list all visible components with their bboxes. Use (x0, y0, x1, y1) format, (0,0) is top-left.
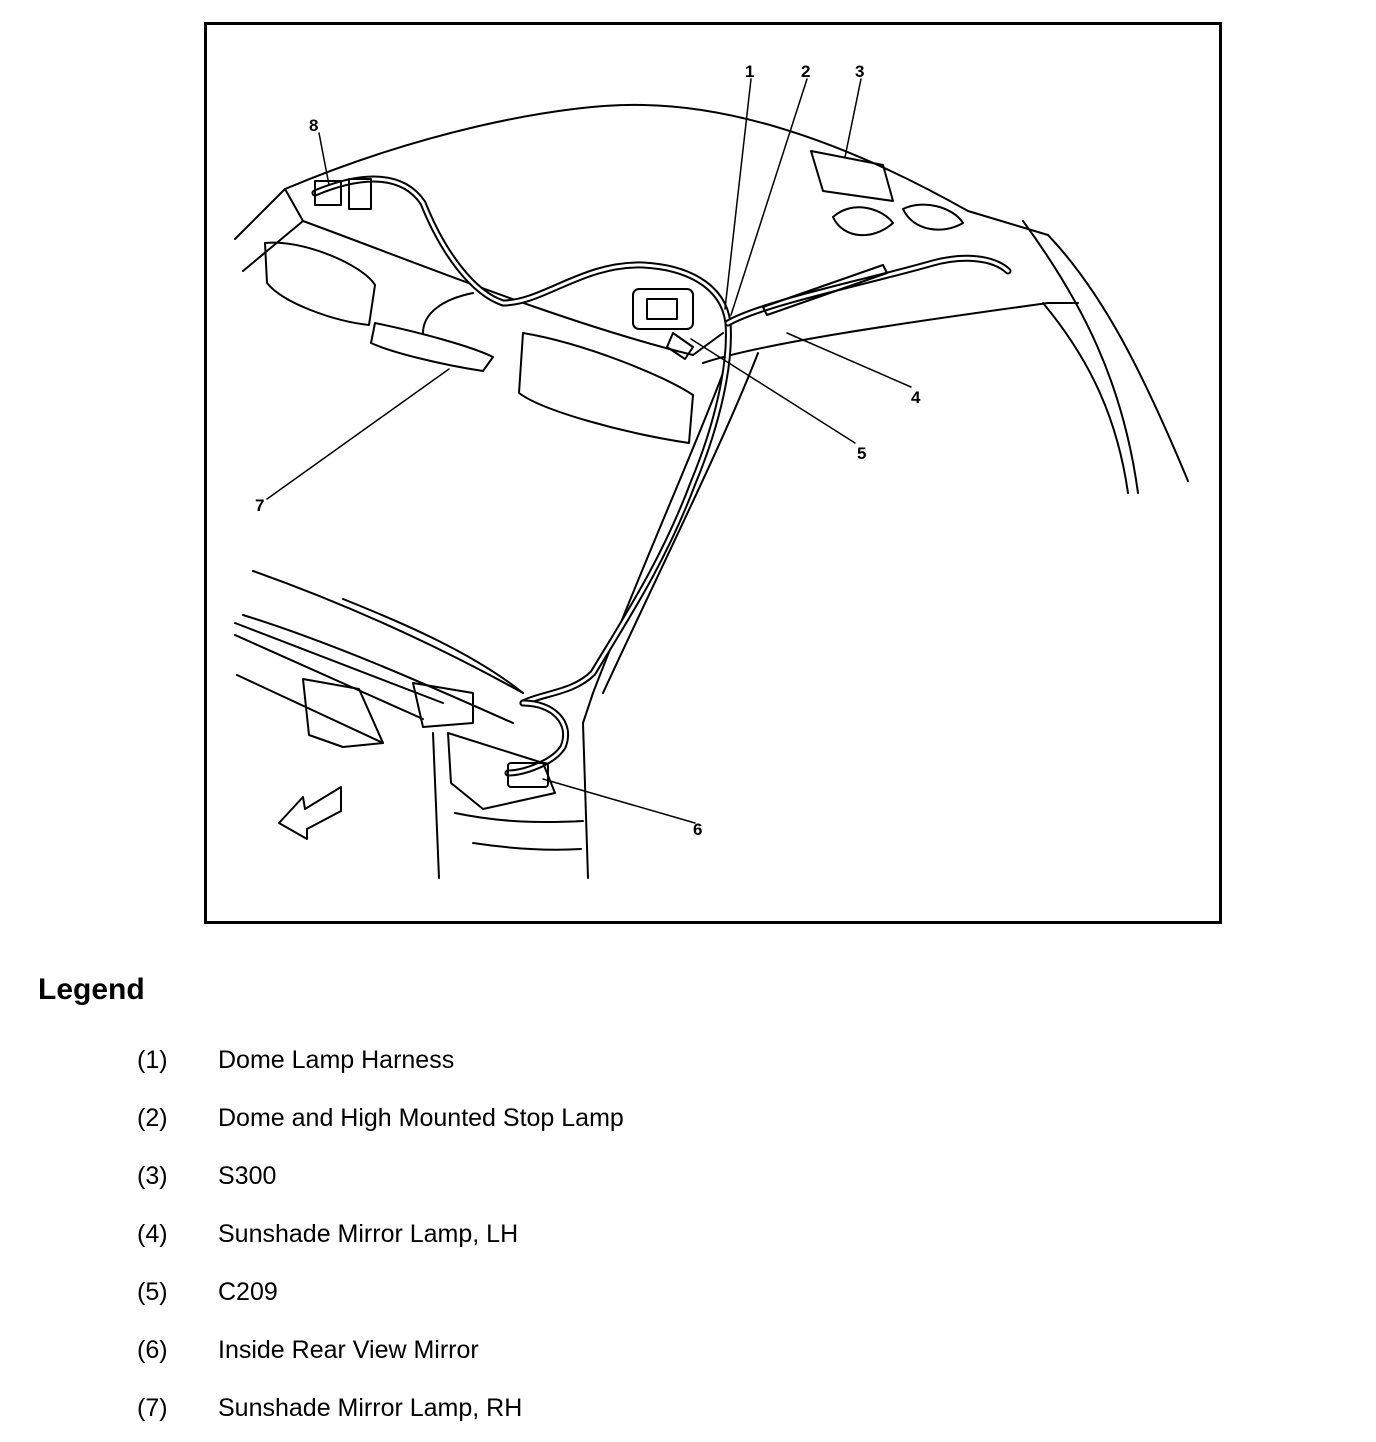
header-edge-left-2 (242, 220, 304, 272)
lower-panel-line-2 (454, 812, 584, 824)
legend-item: (1) Dome Lamp Harness (0, 1046, 1376, 1080)
callout-6: 6 (693, 820, 702, 839)
callout-labels: 1 2 3 4 5 6 7 8 (255, 62, 921, 839)
leader-7 (266, 368, 450, 500)
header-panel (284, 188, 724, 356)
leader-lines (266, 78, 912, 824)
callout-4: 4 (911, 388, 921, 407)
splice-s300 (810, 150, 894, 202)
legend-item-number: (4) (137, 1220, 168, 1248)
legend-title: Legend (38, 973, 145, 1006)
lower-connector (507, 762, 549, 788)
leader-1 (724, 78, 752, 310)
leader-2 (730, 78, 808, 316)
leader-4 (786, 332, 912, 388)
pillar-right-inner (582, 372, 724, 724)
legend-item-number: (5) (137, 1278, 168, 1306)
lower-panel-line (432, 732, 440, 879)
dash-line-3 (242, 614, 514, 724)
leader-6 (542, 778, 696, 824)
legend-item-number: (2) (137, 1104, 168, 1132)
dash-line-1 (252, 570, 524, 694)
roof-outline (284, 103, 1189, 482)
legend-item-number: (7) (137, 1394, 168, 1422)
lower-box (447, 732, 556, 810)
front-arrow-icon (278, 786, 342, 840)
callout-1: 1 (745, 62, 754, 81)
splice-loops (832, 206, 894, 236)
callout-8: 8 (309, 116, 318, 135)
legend-item-text: Dome Lamp Harness (218, 1046, 455, 1074)
kick-panel (302, 678, 384, 748)
callout-7: 7 (255, 496, 264, 515)
splice-loops-2 (902, 203, 964, 231)
legend-item: (5) C209 (0, 1278, 1376, 1312)
legend-item-text: C209 (218, 1278, 278, 1306)
legend-item: (6) Inside Rear View Mirror (0, 1336, 1376, 1370)
a-pillar-lower (582, 722, 589, 879)
roof-inner-edge-2 (1042, 302, 1129, 494)
header-edge-left (234, 188, 286, 240)
dash-line-6 (236, 674, 384, 744)
lower-panel-line-3 (472, 842, 582, 851)
roof-inner-edge (1022, 220, 1139, 494)
harness-lower-inner (506, 701, 568, 775)
leader-5 (690, 338, 856, 444)
mirror-arm (422, 292, 474, 334)
legend-item-text: Dome and High Mounted Stop Lamp (218, 1104, 624, 1132)
lamp-connector-rh-2 (348, 178, 372, 210)
connector-c209 (666, 332, 694, 360)
dash-line-4 (234, 622, 444, 704)
harness-main-inner (313, 177, 730, 705)
callout-5: 5 (857, 444, 866, 463)
callout-3: 3 (855, 62, 864, 81)
rail-lh (762, 264, 888, 316)
legend-item: (4) Sunshade Mirror Lamp, LH (0, 1220, 1376, 1254)
sun-visor-right (518, 332, 694, 444)
dome-lamp-housing (632, 288, 694, 330)
harness-main (311, 175, 732, 707)
legend-item-text: Sunshade Mirror Lamp, RH (218, 1394, 523, 1422)
dome-lamp-lens (646, 298, 678, 320)
legend-item-number: (6) (137, 1336, 168, 1364)
pillar-right-outer (702, 302, 1079, 364)
harness-right-branch-inner (726, 256, 1010, 325)
leader-3 (844, 78, 862, 158)
legend-item-number: (1) (137, 1046, 168, 1074)
bracket (412, 682, 474, 728)
leader-8 (318, 132, 330, 186)
sun-visor-left (264, 241, 376, 326)
dash-line-2 (342, 598, 524, 694)
legend-item-number: (3) (137, 1162, 168, 1190)
legend-item: (7) Sunshade Mirror Lamp, RH (0, 1394, 1376, 1428)
mirror-body (370, 322, 494, 372)
dash-line-5 (234, 634, 424, 720)
pillar-line (602, 352, 759, 694)
legend-item: (2) Dome and High Mounted Stop Lamp (0, 1104, 1376, 1138)
diagram-drawing: 1 2 3 4 5 6 7 8 (234, 62, 1189, 879)
harness-diagram: 1 2 3 4 5 6 7 8 (204, 22, 1222, 924)
callout-2: 2 (801, 62, 810, 81)
legend-item-text: Sunshade Mirror Lamp, LH (218, 1220, 519, 1248)
legend-item-text: Inside Rear View Mirror (218, 1336, 479, 1364)
legend-item: (3) S300 (0, 1162, 1376, 1196)
legend-item-text: S300 (218, 1162, 277, 1190)
